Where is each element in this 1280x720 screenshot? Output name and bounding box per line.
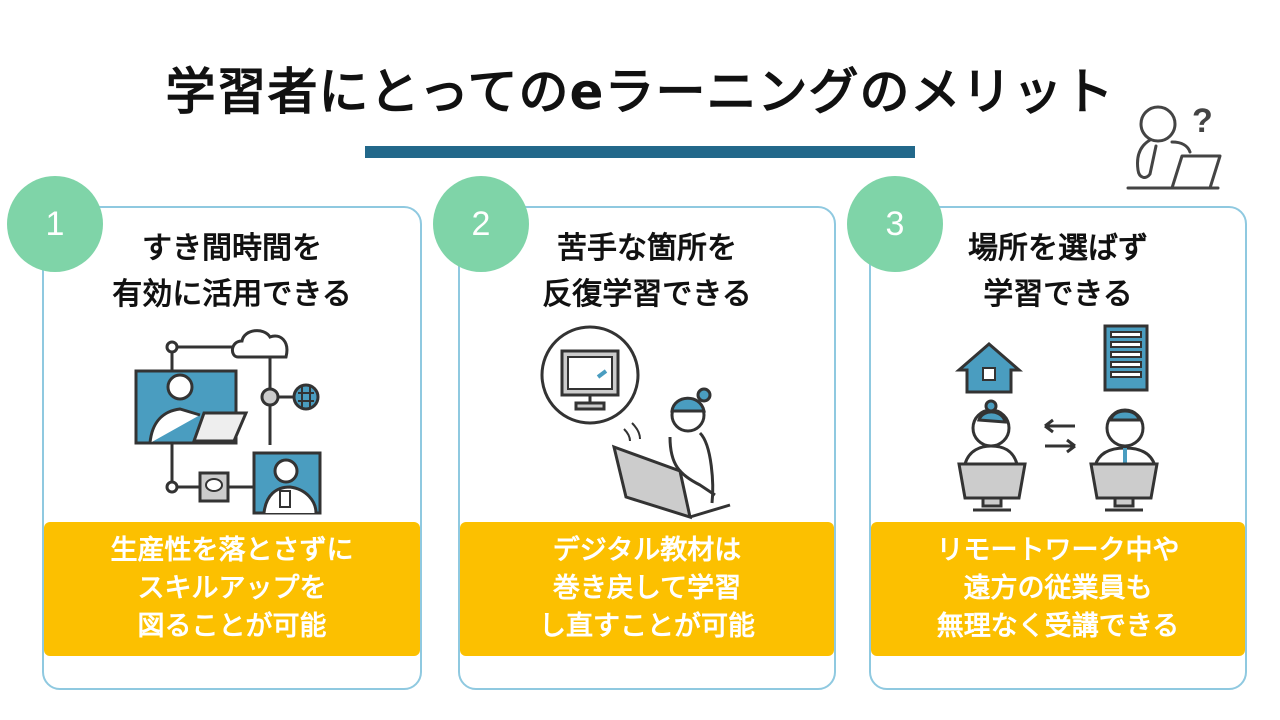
card-1-detail-line3: 図ることが可能 [137, 611, 327, 642]
card-1-detail: 生産性を落とさずに スキルアップを 図ることが可能 [44, 522, 420, 656]
card-3-detail-line1: リモートワーク中や [936, 535, 1180, 566]
svg-text:?: ? [1192, 102, 1213, 140]
card-3-heading: 場所を選ばず 学習できる [869, 226, 1247, 318]
card-1-heading: すき間時間を 有効に活用できる [42, 226, 422, 318]
card-3-detail-line2: 遠方の従業員も [963, 573, 1153, 604]
thinking-person-laptop-icon: ? [1126, 102, 1222, 190]
network-people-illustration [134, 329, 322, 515]
card-2-detail-line2: 巻き戻して学習 [552, 573, 742, 604]
card-2-detail-line1: デジタル教材は [552, 535, 742, 566]
card-1-heading-line2: 有効に活用できる [112, 277, 352, 312]
card-2-detail: デジタル教材は 巻き戻して学習 し直すことが可能 [460, 522, 834, 656]
remote-work-illustration [954, 324, 1159, 512]
card-2-heading-line1: 苦手な箇所を [557, 231, 737, 266]
card-3-heading-line1: 場所を選ばず [968, 231, 1148, 266]
card-2-heading: 苦手な箇所を 反復学習できる [458, 226, 836, 318]
card-1-detail-line1: 生産性を落とさずに [110, 535, 354, 566]
number-badge-2: 2 [433, 176, 529, 272]
card-1-detail-line2: スキルアップを [137, 573, 327, 604]
page-title: 学習者にとってのeラーニングのメリット [165, 63, 1115, 121]
number-badge-3: 3 [847, 176, 943, 272]
card-3-detail: リモートワーク中や 遠方の従業員も 無理なく受講できる [871, 522, 1245, 656]
card-3-heading-line2: 学習できる [983, 277, 1133, 312]
card-2-heading-line2: 反復学習できる [542, 277, 752, 312]
card-2-detail-line3: し直すことが可能 [539, 611, 755, 642]
number-badge-1: 1 [7, 176, 103, 272]
card-1-heading-line1: すき間時間を [142, 231, 322, 266]
woman-laptop-monitor-illustration [540, 325, 731, 520]
title-underline [365, 146, 915, 158]
card-3-detail-line3: 無理なく受講できる [936, 611, 1180, 642]
